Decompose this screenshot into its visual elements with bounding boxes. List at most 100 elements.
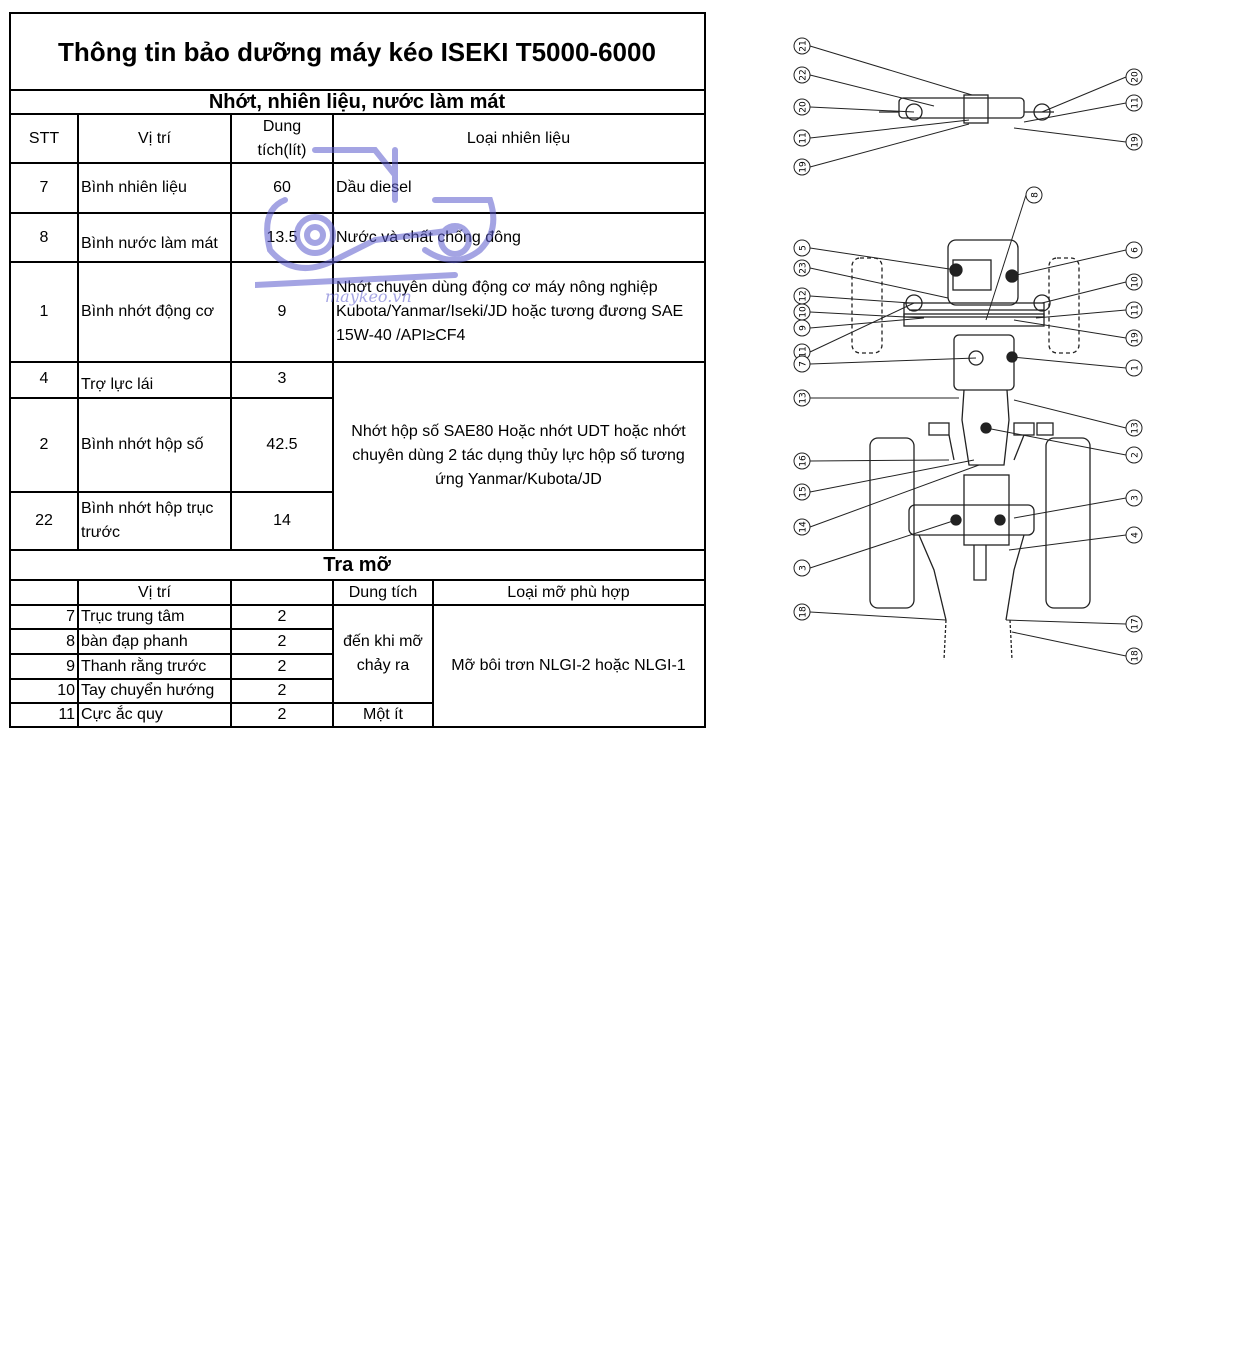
svg-text:21: 21 (799, 40, 809, 51)
svg-text:16: 16 (799, 455, 809, 467)
svg-text:11: 11 (1131, 97, 1141, 108)
leader-line (809, 106, 915, 113)
grease-row-position: Cực ắc quy (81, 706, 163, 723)
header-capacity: Dung tích(lít) (257, 117, 307, 159)
callout-number: 10 (1125, 273, 1143, 291)
leader-line (1008, 534, 1127, 551)
grease-row-stt: 8 (66, 632, 75, 650)
leader-line (1011, 631, 1127, 657)
grease-header-position: Vị trí (138, 583, 171, 601)
callout-number: 18 (793, 603, 811, 621)
grease-row-count: 2 (277, 706, 287, 723)
table-row-fuel-type: Dầu diesel (336, 179, 412, 196)
leader-line (809, 267, 949, 299)
leader-line (809, 459, 975, 493)
leader-line (809, 119, 970, 139)
svg-text:1: 1 (1131, 365, 1141, 371)
header-position: Vị trí (138, 129, 171, 147)
svg-text:5: 5 (799, 245, 809, 251)
callout-number: 19 (1125, 133, 1143, 151)
svg-text:8: 8 (1031, 192, 1041, 198)
callout-number: 18 (1125, 647, 1143, 665)
leader-line (809, 123, 970, 168)
callout-number: 14 (793, 518, 811, 536)
callout-number: 3 (793, 559, 811, 577)
callout-number: 13 (1125, 419, 1143, 437)
fluids-section-title: Nhớt, nhiên liệu, nước làm mát (208, 91, 506, 113)
svg-text:3: 3 (1131, 495, 1141, 501)
table-row-fuel-type: Nhớt chuyên dùng động cơ máy nông nghiệp… (336, 279, 684, 344)
svg-text:10: 10 (1131, 276, 1141, 288)
grease-row-position: Thanh rằng trước (81, 657, 207, 675)
svg-text:11: 11 (799, 346, 809, 357)
grease-row-stt: 9 (66, 657, 75, 675)
leader-line (1041, 76, 1127, 113)
callout-number: 13 (793, 389, 811, 407)
callout-number: 19 (1125, 329, 1143, 347)
grease-row-count: 2 (277, 632, 287, 650)
callout-number: 11 (1125, 301, 1143, 319)
table-row-capacity: 42.5 (266, 436, 298, 453)
table-row-position: Bình nước làm mát (81, 235, 218, 252)
header-stt: STT (28, 129, 60, 147)
svg-text:7: 7 (799, 361, 809, 367)
table-row-capacity: 9 (277, 303, 287, 320)
table-row-stt: 8 (39, 228, 49, 246)
leader-line (1011, 249, 1127, 277)
callout-number: 23 (793, 259, 811, 277)
leader-line (1011, 356, 1127, 369)
grease-capacity-group: đến khi mỡ chảy ra (343, 633, 423, 674)
lubrication-diagram: 2122201119523121091171316151431820111986… (793, 37, 1143, 665)
grease-capacity-last: Một ít (362, 706, 403, 723)
callout-number: 7 (793, 355, 811, 373)
svg-text:13: 13 (799, 392, 809, 403)
leader-line (809, 302, 915, 353)
callout-number: 16 (793, 452, 811, 470)
table-row-capacity: 14 (273, 512, 291, 529)
table-row-stt: 2 (39, 436, 49, 453)
grease-row-position: Trục trung tâm (81, 608, 185, 625)
svg-text:22: 22 (799, 69, 809, 80)
callout-number: 11 (1125, 94, 1143, 112)
callout-number: 22 (793, 66, 811, 84)
grease-row-count: 2 (277, 608, 287, 625)
svg-text:14: 14 (799, 521, 809, 533)
callout-number: 4 (1125, 526, 1143, 544)
svg-text:11: 11 (799, 132, 809, 143)
callout-number: 10 (793, 303, 811, 321)
callout-number: 11 (793, 129, 811, 147)
svg-text:19: 19 (1131, 332, 1141, 344)
table-row-capacity: 60 (273, 179, 291, 196)
svg-text:2: 2 (1131, 452, 1141, 458)
leader-line (1023, 102, 1127, 123)
callout-number: 21 (793, 37, 811, 55)
leader-line (985, 427, 1127, 456)
table-row-position: Trợ lực lái (81, 376, 154, 393)
table-row-position: Bình nhớt động cơ (81, 303, 215, 320)
grease-header-capacity: Dung tích (348, 583, 418, 601)
svg-text:23: 23 (799, 262, 809, 273)
callout-number: 1 (1125, 359, 1143, 377)
svg-text:3: 3 (799, 565, 809, 571)
leader-line (809, 519, 957, 569)
table-row-stt: 7 (39, 179, 49, 196)
svg-text:6: 6 (1131, 247, 1141, 253)
callout-number: 8 (1025, 186, 1043, 204)
callout-number: 20 (793, 98, 811, 116)
leader-line (985, 194, 1027, 321)
svg-text:19: 19 (799, 161, 809, 173)
leader-line (809, 45, 973, 96)
leader-line (1035, 309, 1127, 319)
table-row-stt: 4 (39, 370, 49, 387)
svg-text:10: 10 (799, 306, 809, 318)
leader-line (1013, 497, 1127, 519)
table-row-stt: 1 (39, 303, 49, 320)
callout-number: 17 (1125, 615, 1143, 633)
leader-line (1013, 319, 1127, 339)
callout-number: 12 (793, 287, 811, 305)
table-row-position: Bình nhớt hộp số (81, 436, 204, 453)
callout-number: 2 (1125, 446, 1143, 464)
svg-text:11: 11 (1131, 304, 1141, 315)
shared-fuel-type: Nhớt hộp số SAE80 Hoặc nhớt UDT hoặc nhớ… (351, 423, 686, 488)
table-row-capacity: 3 (277, 370, 287, 387)
